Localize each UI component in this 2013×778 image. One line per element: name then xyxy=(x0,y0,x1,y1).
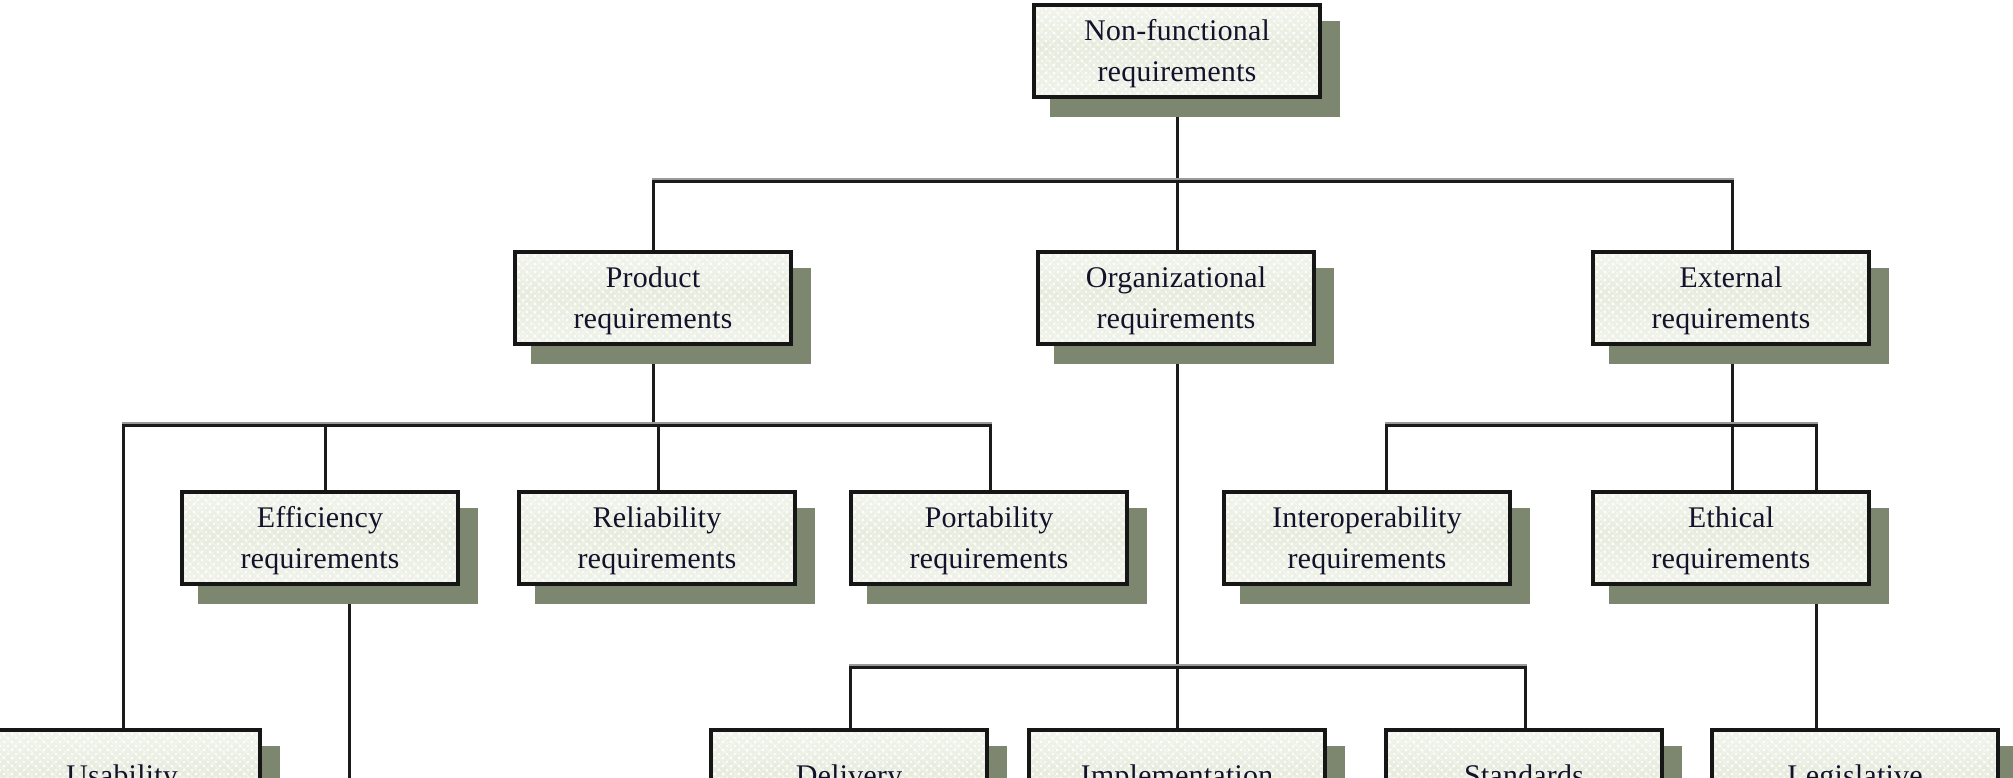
node-label: Implementation xyxy=(1080,759,1274,778)
node-implementation[interactable]: Implementation xyxy=(1027,728,1345,778)
edge-drop-reliability xyxy=(657,424,660,492)
node-label: Delivery xyxy=(795,759,903,778)
edge-drop-delivery xyxy=(849,666,852,730)
edge-external-stem xyxy=(1731,352,1734,426)
edge-drop-interoperability xyxy=(1385,424,1388,492)
edge-external-bus xyxy=(1385,422,1818,427)
node-legislative[interactable]: Legislative xyxy=(1710,728,2013,778)
edge-drop-usability-long xyxy=(122,424,125,730)
edge-product-bus xyxy=(122,422,992,427)
node-box: Legislative xyxy=(1710,728,2000,778)
node-label: Legislative xyxy=(1787,759,1923,778)
node-box: Standards xyxy=(1384,728,1664,778)
node-label: Standards xyxy=(1463,759,1585,778)
edge-organizational-bus xyxy=(849,664,1527,669)
edge-organizational-stem xyxy=(1176,352,1179,668)
node-delivery[interactable]: Delivery xyxy=(709,728,1007,778)
node-usability[interactable]: Usability xyxy=(0,728,280,778)
edge-level1-bus xyxy=(652,178,1734,183)
node-box: Implementation xyxy=(1027,728,1327,778)
edge-drop-standards xyxy=(1524,666,1527,730)
node-box: Usability xyxy=(0,728,262,778)
edge-drop-portability xyxy=(989,424,992,492)
edge-root-stem xyxy=(1176,98,1179,182)
edge-product-stem xyxy=(652,352,655,426)
edge-drop-product xyxy=(652,180,655,252)
edge-drop-ethical xyxy=(1731,424,1734,492)
node-box: Delivery xyxy=(709,728,989,778)
edge-drop-external xyxy=(1731,180,1734,252)
edge-drop-organizational xyxy=(1176,180,1179,252)
edge-efficiency-stem xyxy=(348,600,351,778)
edge-drop-efficiency xyxy=(324,424,327,492)
node-label: Usability xyxy=(66,759,178,778)
edge-drop-implementation xyxy=(1176,666,1179,730)
node-standards[interactable]: Standards xyxy=(1384,728,1682,778)
